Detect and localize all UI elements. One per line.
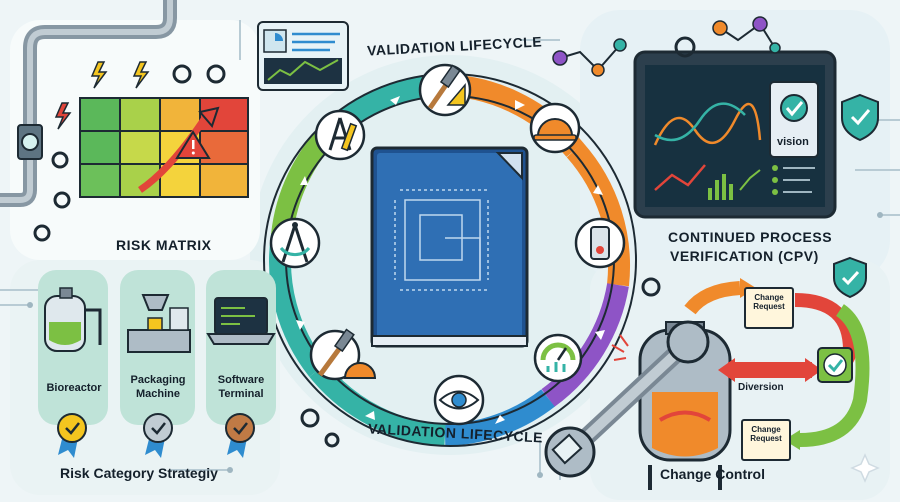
pipes bbox=[0, 0, 177, 207]
packaging-label-line1: Packaging bbox=[130, 374, 186, 386]
hammer-square-icon bbox=[418, 63, 472, 117]
gear-icons-right bbox=[300, 36, 696, 448]
software-label-line1: Software bbox=[217, 374, 265, 386]
risk-category-label: Risk Category Strategiy bbox=[60, 465, 218, 481]
bioreactor-label: Bioreactor bbox=[46, 382, 102, 394]
lightning-icons bbox=[54, 61, 150, 130]
change-request-top-line2: Request bbox=[753, 302, 785, 311]
risk-matrix bbox=[79, 97, 249, 198]
software-label-line2: Terminal bbox=[218, 388, 264, 400]
gear-icons-left bbox=[33, 64, 226, 242]
change-request-bottom-line2: Request bbox=[750, 434, 782, 443]
change-control-label: Change Control bbox=[660, 466, 765, 482]
gold-medal-icon bbox=[57, 413, 87, 458]
change-request-documents bbox=[741, 287, 794, 461]
risk-matrix-label: RISK MATRIX bbox=[116, 237, 212, 253]
switch-icon bbox=[574, 217, 626, 269]
molecule-nodes bbox=[552, 16, 781, 77]
software-terminal-icon bbox=[206, 297, 276, 345]
eye-icon bbox=[433, 374, 485, 426]
spark-icon bbox=[611, 334, 629, 361]
packaging-machine-icon bbox=[127, 294, 191, 353]
wrench-icon bbox=[544, 320, 710, 478]
bioreactor-icon bbox=[44, 287, 102, 352]
circuit-nodes bbox=[27, 212, 883, 478]
silver-medal-icon bbox=[143, 413, 173, 458]
check-box-icon bbox=[817, 347, 853, 383]
cpv-label-line2: VERIFICATION (CPV) bbox=[670, 248, 819, 264]
hard-hat-icon bbox=[529, 102, 581, 154]
change-request-bottom-line1: Change bbox=[751, 425, 781, 434]
cpv-label-line1: CONTINUED PROCESS bbox=[668, 229, 833, 245]
circuit-lines bbox=[0, 20, 900, 480]
diversion-label: Diversion bbox=[738, 382, 784, 393]
compass-ruler-icon bbox=[314, 109, 366, 161]
packaging-label-line2: Machine bbox=[135, 388, 180, 400]
drafting-compass-icon bbox=[269, 217, 321, 269]
dashboard-panel-top bbox=[257, 21, 349, 91]
vision-label: vision bbox=[777, 136, 809, 148]
change-request-top-line1: Change bbox=[754, 293, 784, 302]
blueprint-book-icon bbox=[370, 146, 529, 348]
gauge-icon bbox=[533, 333, 583, 383]
sparkle-icon bbox=[850, 453, 880, 483]
cpv-monitor bbox=[633, 50, 837, 219]
lifecycle-arrows bbox=[296, 96, 605, 424]
warning-icon bbox=[175, 130, 211, 159]
bronze-medal-icon bbox=[225, 413, 255, 458]
shield-icon bbox=[833, 93, 879, 299]
hammer-hat-icon bbox=[309, 328, 377, 381]
